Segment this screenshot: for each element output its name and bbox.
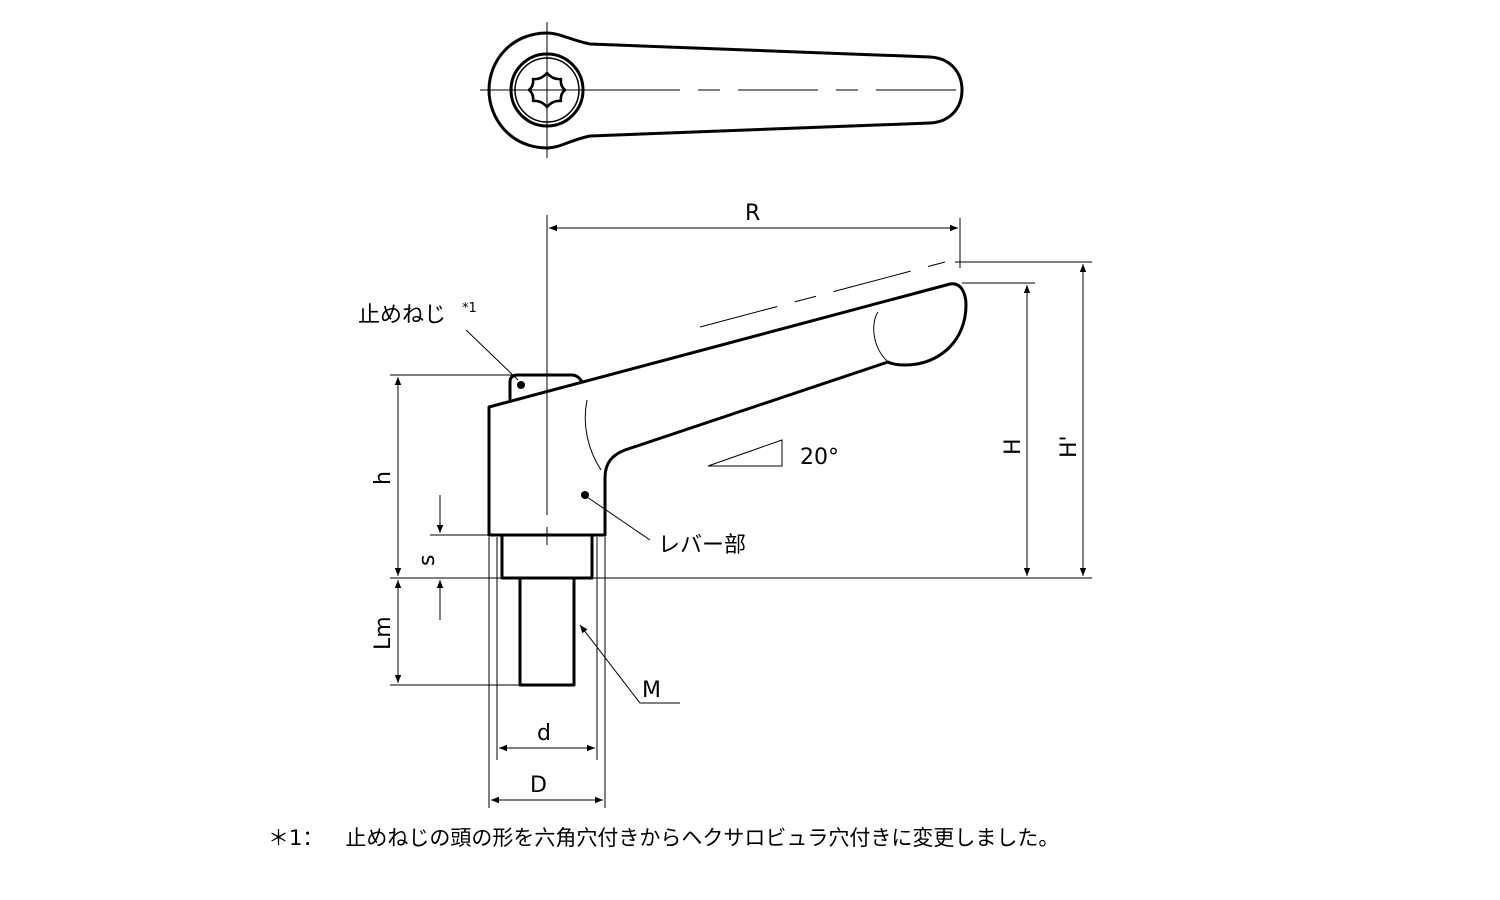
angle-label: 20° — [800, 445, 839, 470]
dim-label-M: M — [642, 678, 661, 703]
dimensions — [390, 218, 1092, 808]
dim-label-s: s — [415, 555, 440, 566]
dim-label-R: R — [745, 201, 760, 226]
set-screw-ref: *1 — [462, 301, 477, 316]
side-view — [487, 215, 968, 687]
footnote-text: 止めねじの頭の形を六角穴付きからヘクサロビュラ穴付きに変更しました。 — [345, 826, 1060, 850]
footnote-marker: ＊1： — [268, 826, 324, 850]
dim-label-d: d — [537, 721, 551, 746]
dim-label-h: h — [371, 471, 396, 485]
dim-label-H-prime: H' — [1057, 435, 1082, 458]
footnote: ＊1： 止めねじの頭の形を六角穴付きからヘクサロビュラ穴付きに変更しました。 — [268, 822, 1081, 852]
set-screw-label: 止めねじ — [358, 303, 446, 328]
dim-label-H: H — [1001, 438, 1026, 455]
dim-label-D: D — [530, 773, 547, 798]
dim-label-Lm: Lm — [371, 616, 396, 650]
top-view — [480, 22, 970, 158]
lever-part-label: レバー部 — [658, 533, 746, 558]
